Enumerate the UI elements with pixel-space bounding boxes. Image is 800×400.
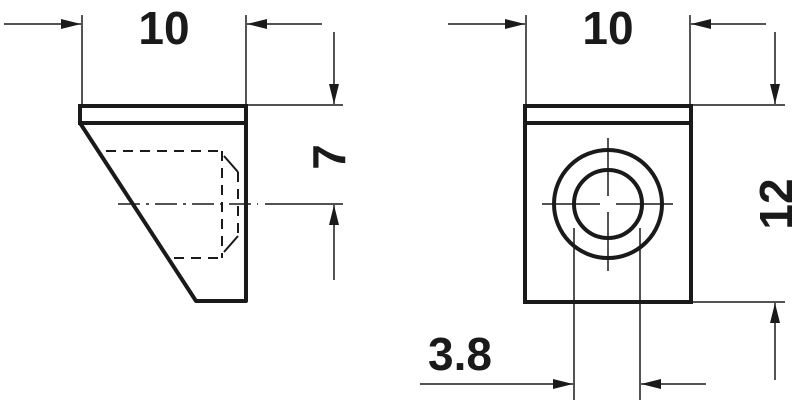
- front-body: [523, 104, 693, 304]
- side-height-label: 7: [303, 144, 355, 170]
- hole-dimension-label: 3.8: [428, 328, 492, 380]
- top-flange: [78, 104, 248, 125]
- chamfer-line: [223, 235, 239, 253]
- front-width-label: 10: [582, 2, 633, 54]
- front-height-label: 12: [750, 178, 800, 229]
- side-view: [4, 15, 343, 303]
- chamfer-line: [223, 155, 239, 173]
- side-width-label: 10: [138, 2, 189, 54]
- front-view: [420, 15, 785, 400]
